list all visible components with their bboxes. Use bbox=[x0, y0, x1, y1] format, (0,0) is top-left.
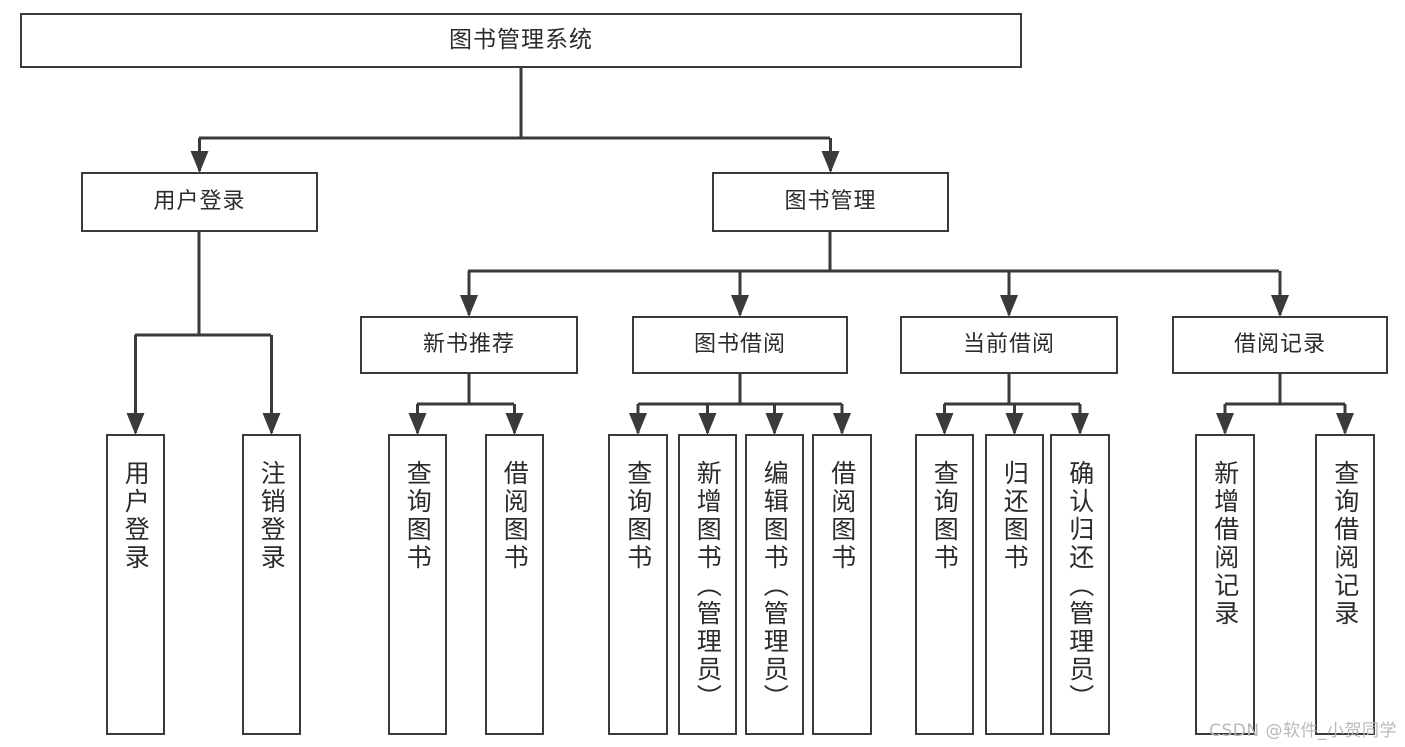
node-user-login[interactable]: 用户登录 bbox=[81, 172, 318, 232]
node-leaf-cb-query-book[interactable]: 查询图书 bbox=[915, 434, 974, 735]
node-root-system[interactable]: 图书管理系统 bbox=[20, 13, 1022, 68]
arrowhead-icon bbox=[935, 413, 954, 435]
node-label: 图书管理系统 bbox=[449, 26, 593, 53]
arrowhead-icon bbox=[1336, 413, 1354, 435]
node-borrow-record[interactable]: 借阅记录 bbox=[1172, 316, 1388, 374]
node-label: 查询图书 bbox=[623, 460, 653, 572]
node-label: 查询借阅记录 bbox=[1330, 460, 1360, 628]
node-current-borrow[interactable]: 当前借阅 bbox=[900, 316, 1118, 374]
arrowhead-icon bbox=[698, 413, 717, 435]
node-label: 当前借阅 bbox=[962, 332, 1055, 358]
node-leaf-bb-query-book[interactable]: 查询图书 bbox=[608, 434, 668, 735]
arrowhead-icon bbox=[262, 413, 281, 435]
node-label: 查询图书 bbox=[930, 460, 960, 572]
node-leaf-rec-query-book[interactable]: 查询图书 bbox=[388, 434, 447, 735]
arrowhead-icon bbox=[731, 295, 749, 317]
node-label: 用户登录 bbox=[153, 189, 246, 215]
watermark-text: CSDN @软件_小贺同学 bbox=[1209, 721, 1397, 741]
node-label: 注销登录 bbox=[257, 460, 287, 572]
arrowhead-icon bbox=[1216, 413, 1234, 435]
node-label: 借阅记录 bbox=[1233, 332, 1326, 358]
node-label: 借阅图书 bbox=[827, 460, 857, 572]
node-label: 图书借阅 bbox=[693, 332, 786, 358]
arrowhead-icon bbox=[190, 151, 209, 173]
node-leaf-user-login[interactable]: 用户登录 bbox=[106, 434, 165, 735]
node-label: 确认归还（管理员） bbox=[1065, 460, 1095, 712]
node-label: 用户登录 bbox=[121, 460, 151, 572]
arrowhead-icon bbox=[1000, 295, 1018, 317]
node-label: 图书管理 bbox=[784, 189, 877, 215]
arrowhead-icon bbox=[1271, 295, 1289, 317]
node-leaf-cb-return-book[interactable]: 归还图书 bbox=[985, 434, 1044, 735]
node-label: 新增借阅记录 bbox=[1210, 460, 1240, 628]
arrowhead-icon bbox=[821, 151, 840, 173]
node-leaf-user-logout[interactable]: 注销登录 bbox=[242, 434, 301, 735]
node-label: 查询图书 bbox=[403, 460, 433, 572]
node-leaf-br-query-record[interactable]: 查询借阅记录 bbox=[1315, 434, 1375, 735]
node-label: 编辑图书（管理员） bbox=[760, 460, 790, 712]
arrowhead-icon bbox=[1005, 413, 1024, 435]
arrowhead-icon bbox=[408, 413, 427, 435]
arrowhead-icon bbox=[629, 413, 647, 435]
node-leaf-cb-confirm-return-admin[interactable]: 确认归还（管理员） bbox=[1050, 434, 1110, 735]
node-new-book-recommend[interactable]: 新书推荐 bbox=[360, 316, 578, 374]
arrowhead-icon bbox=[460, 295, 478, 317]
node-leaf-bb-borrow-book[interactable]: 借阅图书 bbox=[812, 434, 872, 735]
node-leaf-rec-borrow-book[interactable]: 借阅图书 bbox=[485, 434, 544, 735]
node-leaf-bb-add-book-admin[interactable]: 新增图书（管理员） bbox=[678, 434, 737, 735]
node-label: 新增图书（管理员） bbox=[693, 460, 723, 712]
node-leaf-br-add-record[interactable]: 新增借阅记录 bbox=[1195, 434, 1255, 735]
node-label: 借阅图书 bbox=[500, 460, 530, 572]
node-book-borrow[interactable]: 图书借阅 bbox=[632, 316, 848, 374]
arrowhead-icon bbox=[126, 413, 145, 435]
arrowhead-icon bbox=[833, 413, 851, 435]
node-label: 新书推荐 bbox=[422, 332, 515, 358]
node-label: 归还图书 bbox=[1000, 460, 1030, 572]
arrowhead-icon bbox=[505, 413, 524, 435]
node-book-manage[interactable]: 图书管理 bbox=[712, 172, 949, 232]
node-leaf-bb-edit-book-admin[interactable]: 编辑图书（管理员） bbox=[745, 434, 804, 735]
arrowhead-icon bbox=[765, 413, 784, 435]
arrowhead-icon bbox=[1071, 413, 1089, 435]
